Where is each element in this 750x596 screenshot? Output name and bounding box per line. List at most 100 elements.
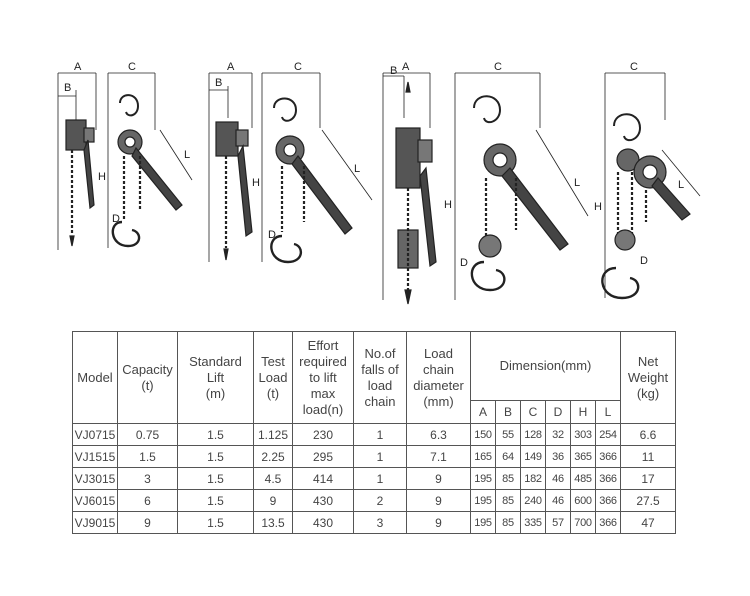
header-dim-b: B [495,400,521,424]
cell-test-load: 13.5 [253,511,293,534]
header-capacity: Capacity (t) [117,331,178,424]
cell-net-weight: 6.6 [620,423,677,446]
cell-effort: 430 [292,489,354,512]
cell-dim-b: 85 [495,489,521,512]
dim-label-a: A [74,61,82,73]
dim-label-c: C [494,61,502,73]
header-effort: Effort required to lift max load(n) [292,331,354,424]
cell-falls: 1 [353,445,407,468]
dim-label-c: C [630,61,638,73]
header-model: Model [72,331,118,424]
dim-label-b: B [215,77,222,89]
cell-net-weight: 27.5 [620,489,677,512]
cell-dim-l: 366 [594,467,622,490]
cell-capacity: 9 [117,511,178,534]
cell-capacity: 3 [117,467,178,490]
cell-dim-a: 165 [470,445,496,468]
cell-dim-d: 46 [545,467,571,490]
dim-label-d: D [640,255,648,267]
header-falls: No.of falls of load chain [353,331,407,424]
header-dim-l: L [594,400,622,424]
hoist-2-side-view [208,72,253,262]
dim-label-l: L [354,163,360,175]
dimension-labels: A B C H L D A B C H L D A B C H L D C H … [64,61,684,269]
header-dim-c: C [520,400,546,424]
cell-model: VJ6015 [72,489,118,512]
cell-model: VJ0715 [72,423,118,446]
cell-net-weight: 47 [620,511,677,534]
cell-dim-a: 195 [470,511,496,534]
cell-dim-h: 303 [570,423,596,446]
hoist-2-front-view [261,72,373,264]
cell-dim-c: 128 [520,423,546,446]
dim-label-d: D [460,257,468,269]
cell-model: VJ9015 [72,511,118,534]
cell-dim-c: 335 [520,511,546,534]
cell-dim-a: 150 [470,423,496,446]
cell-falls: 1 [353,423,407,446]
cell-standard-lift: 1.5 [177,467,254,490]
cell-dim-c: 240 [520,489,546,512]
header-standard-lift: Standard Lift (m) [177,331,254,424]
cell-dim-d: 57 [545,511,571,534]
cell-net-weight: 17 [620,467,677,490]
cell-chain-diameter: 9 [406,489,471,512]
cell-dim-c: 149 [520,445,546,468]
dim-label-d: D [112,213,120,225]
cell-test-load: 2.25 [253,445,293,468]
cell-dim-d: 46 [545,489,571,512]
hoist-4-front-view [601,72,701,300]
hoist-3-side-view [382,72,437,305]
dim-label-l: L [184,149,190,161]
cell-dim-b: 85 [495,467,521,490]
cell-model: VJ1515 [72,445,118,468]
cell-dim-a: 195 [470,467,496,490]
header-dim-h: H [570,400,596,424]
dim-label-h: H [594,201,602,213]
cell-chain-diameter: 7.1 [406,445,471,468]
cell-dim-b: 64 [495,445,521,468]
dim-label-h: H [444,199,452,211]
header-dim-d: D [545,400,571,424]
header-dim-a: A [470,400,496,424]
cell-standard-lift: 1.5 [177,445,254,468]
specification-table: Model Capacity (t) Standard Lift (m) Tes… [72,331,677,534]
dim-label-l: L [574,177,580,189]
header-test-load: Test Load (t) [253,331,293,424]
hoist-1-side-view [57,72,97,250]
cell-dim-b: 85 [495,511,521,534]
cell-test-load: 4.5 [253,467,293,490]
cell-chain-diameter: 9 [406,511,471,534]
cell-dim-h: 700 [570,511,596,534]
cell-standard-lift: 1.5 [177,511,254,534]
cell-effort: 230 [292,423,354,446]
dim-label-b: B [390,65,397,77]
cell-capacity: 0.75 [117,423,178,446]
header-net-weight: Net Weight (kg) [620,331,677,424]
cell-falls: 3 [353,511,407,534]
dim-label-h: H [98,171,106,183]
cell-chain-diameter: 6.3 [406,423,471,446]
hoist-3-front-view [454,72,589,300]
cell-effort: 295 [292,445,354,468]
cell-dim-h: 365 [570,445,596,468]
cell-model: VJ3015 [72,467,118,490]
header-dimension: Dimension(mm) [469,331,622,401]
cell-dim-a: 195 [470,489,496,512]
header-chain-diameter: Load chain diameter (mm) [406,331,471,424]
dim-label-c: C [128,61,136,73]
cell-net-weight: 11 [620,445,677,468]
cell-effort: 414 [292,467,354,490]
cell-test-load: 9 [253,489,293,512]
cell-dim-l: 254 [594,423,622,446]
dim-label-h: H [252,177,260,189]
cell-standard-lift: 1.5 [177,423,254,446]
hoist-1-front-view [107,72,193,248]
cell-dim-l: 366 [594,511,622,534]
cell-dim-h: 485 [570,467,596,490]
cell-dim-l: 366 [594,445,622,468]
